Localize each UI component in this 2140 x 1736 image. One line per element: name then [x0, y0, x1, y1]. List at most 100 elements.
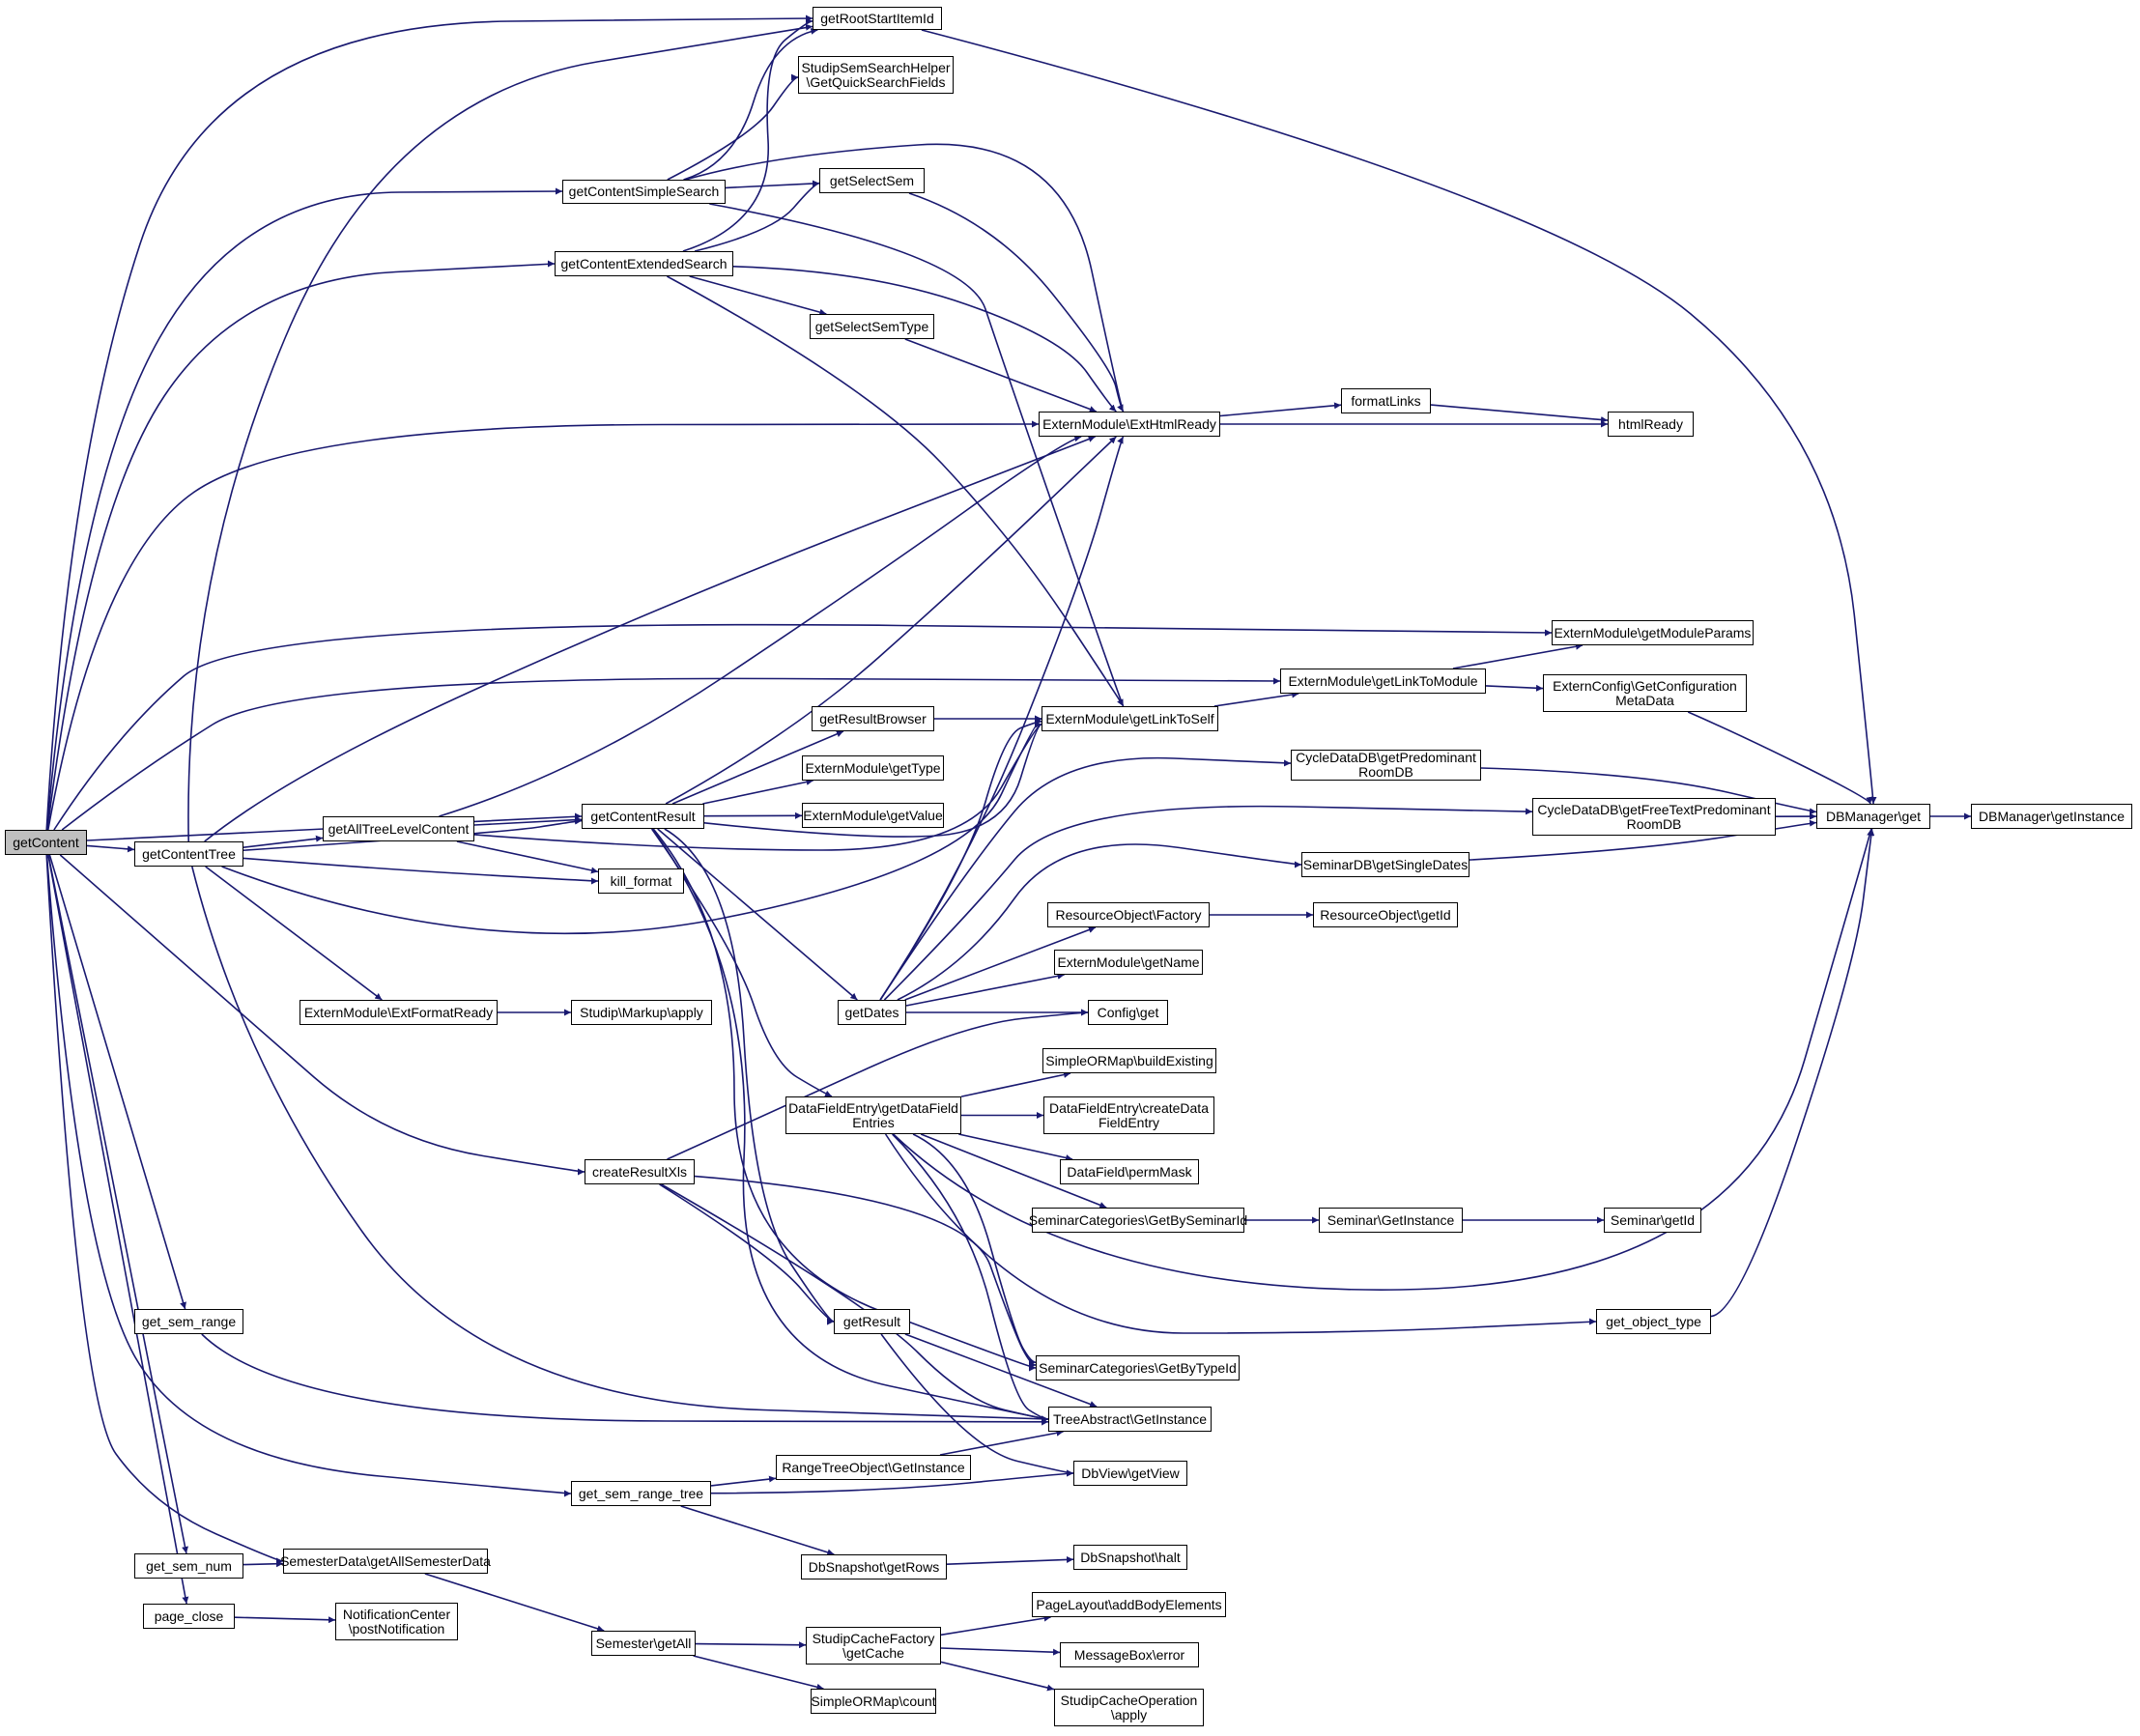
node-getFreeTextPredominantRoomDB[interactable]: CycleDataDB\getFreeTextPredominant RoomD…: [1532, 798, 1776, 836]
node-GetQuickSearchFields[interactable]: StudipSemSearchHelper \GetQuickSearchFie…: [798, 56, 954, 94]
node-DBManagerGet[interactable]: DBManager\get: [1816, 804, 1930, 829]
node-createDataFieldEntry[interactable]: DataFieldEntry\createData FieldEntry: [1043, 1096, 1214, 1134]
node-getSelectSemType[interactable]: getSelectSemType: [810, 314, 934, 339]
node-getDataFieldEntries[interactable]: DataFieldEntry\getDataField Entries: [785, 1096, 961, 1134]
edge-createResultXls-to-TreeAbstractGetInstance: [661, 1183, 1049, 1423]
edge-getContent-to-getContentSimpleSearch: [45, 187, 563, 831]
node-getResultBrowser[interactable]: getResultBrowser: [812, 706, 934, 731]
edge-getDataFieldEntries-to-buildExisting: [960, 1071, 1071, 1097]
node-getModuleParams[interactable]: ExternModule\getModuleParams: [1552, 620, 1754, 645]
node-GetByTypeId[interactable]: SeminarCategories\GetByTypeId: [1036, 1355, 1240, 1380]
node-getType[interactable]: ExternModule\getType: [802, 755, 944, 781]
edge-getContentSimpleSearch-to-GetQuickSearchFields: [667, 73, 799, 181]
node-page_close[interactable]: page_close: [143, 1604, 235, 1629]
edge-getAllTreeLevelContent-to-getContentResult: [473, 816, 583, 826]
node-getSelectSem[interactable]: getSelectSem: [819, 168, 925, 193]
edge-getContentTree-to-kill_format: [243, 857, 599, 885]
edge-getContent-to-ExtHtmlReady: [47, 420, 1040, 831]
node-getContentExtendedSearch[interactable]: getContentExtendedSearch: [555, 251, 733, 276]
node-getContent[interactable]: getContent: [5, 830, 87, 855]
edge-get_sem_range_tree-to-DbSnapshotGetRows: [680, 1505, 835, 1556]
node-ConfigGet[interactable]: Config\get: [1088, 1000, 1168, 1025]
node-getResult[interactable]: getResult: [834, 1309, 910, 1334]
edge-formatLinks-to-htmlReady: [1430, 404, 1609, 423]
node-getAllTreeLevelContent[interactable]: getAllTreeLevelContent: [323, 816, 474, 841]
node-postNotification[interactable]: NotificationCenter \postNotification: [335, 1603, 458, 1640]
edge-get_sem_range-to-TreeAbstractGetInstance: [201, 1333, 1049, 1426]
node-DbViewGetView[interactable]: DbView\getView: [1073, 1461, 1187, 1486]
edge-getContentTree-to-getContentResult: [243, 817, 583, 851]
edge-getContentResult-to-getLinkToSelf: [703, 721, 1042, 838]
node-ResourceFactory[interactable]: ResourceObject\Factory: [1047, 902, 1210, 927]
node-getContentResult[interactable]: getContentResult: [582, 804, 704, 829]
node-get_sem_num[interactable]: get_sem_num: [134, 1553, 243, 1579]
node-getContentTree[interactable]: getContentTree: [134, 841, 243, 867]
edge-getDates-to-getPredominantRoomDB: [879, 756, 1292, 1001]
node-permMask[interactable]: DataField\permMask: [1060, 1159, 1199, 1184]
edge-getDates-to-getName: [905, 972, 1065, 1007]
node-DBManagerGetInstance[interactable]: DBManager\getInstance: [1971, 804, 2132, 829]
node-MessageBoxError[interactable]: MessageBox\error: [1060, 1642, 1199, 1667]
node-SimpleORMapCount[interactable]: SimpleORMap\count: [811, 1689, 936, 1714]
node-ResourceGetId[interactable]: ResourceObject\getId: [1313, 902, 1458, 927]
node-DbSnapshotGetRows[interactable]: DbSnapshot\getRows: [801, 1554, 947, 1579]
node-getContentSimpleSearch[interactable]: getContentSimpleSearch: [562, 180, 726, 204]
edge-getAllTreeLevelContent-to-ExtHtmlReady: [439, 435, 1082, 817]
edge-getContent-to-getLinkToModule: [61, 677, 1281, 831]
edge-getContent-to-getRootStartItemId: [45, 14, 813, 831]
node-getDates[interactable]: getDates: [838, 1000, 906, 1025]
edge-getContentTree-to-getAllTreeLevelContent: [243, 835, 324, 848]
edge-get_sem_range_tree-to-RangeTreeGetInstance: [710, 1475, 777, 1487]
node-htmlReady[interactable]: htmlReady: [1608, 412, 1694, 437]
node-getSingleDates[interactable]: SeminarDB\getSingleDates: [1301, 852, 1469, 877]
node-kill_format[interactable]: kill_format: [598, 868, 684, 894]
edge-getContentExtendedSearch-to-getSelectSem: [694, 180, 820, 252]
node-ExtHtmlReady[interactable]: ExternModule\ExtHtmlReady: [1039, 412, 1220, 437]
node-RangeTreeGetInstance[interactable]: RangeTreeObject\GetInstance: [776, 1455, 971, 1480]
edge-getAllTreeLevelContent-to-kill_format: [456, 840, 599, 874]
node-getAllSemesterData[interactable]: SemesterData\getAllSemesterData: [280, 1549, 491, 1574]
node-buildExisting[interactable]: SimpleORMap\buildExisting: [1042, 1048, 1216, 1073]
node-MarkupApply[interactable]: Studip\Markup\apply: [571, 1000, 712, 1025]
node-getValue[interactable]: ExternModule\getValue: [802, 803, 944, 828]
node-getRootStartItemId[interactable]: getRootStartItemId: [813, 7, 942, 30]
edge-getContent-to-get_sem_range: [48, 854, 186, 1310]
node-getLinkToSelf[interactable]: ExternModule\getLinkToSelf: [1041, 706, 1218, 731]
edge-SemesterGetAll-to-getCache: [695, 1641, 807, 1649]
edge-GetConfigurationMetaData-to-DBManagerGet: [1687, 711, 1872, 805]
edge-getCache-to-MessageBoxError: [940, 1647, 1061, 1656]
node-formatLinks[interactable]: formatLinks: [1341, 388, 1431, 413]
edge-getContentSimpleSearch-to-getLinkToSelf: [709, 203, 1125, 707]
edge-getContentExtendedSearch-to-getSelectSemType: [689, 275, 827, 316]
node-createResultXls[interactable]: createResultXls: [585, 1159, 695, 1184]
edge-page_close-to-postNotification: [234, 1616, 336, 1624]
node-StudipCacheOperationApply[interactable]: StudipCacheOperation \apply: [1054, 1689, 1204, 1726]
node-TreeAbstractGetInstance[interactable]: TreeAbstract\GetInstance: [1048, 1407, 1212, 1432]
node-SeminarGetInstance[interactable]: Seminar\GetInstance: [1319, 1208, 1463, 1233]
node-getPredominantRoomDB[interactable]: CycleDataDB\getPredominant RoomDB: [1291, 750, 1481, 781]
edge-getRootStartItemId-to-DBManagerGet: [921, 29, 1877, 805]
node-GetBySeminarId[interactable]: SeminarCategories\GetBySeminarId: [1029, 1208, 1247, 1233]
node-get_sem_range_tree[interactable]: get_sem_range_tree: [571, 1481, 711, 1506]
node-DbSnapshotHalt[interactable]: DbSnapshot\halt: [1073, 1545, 1187, 1570]
edge-getContentResult-to-getResult: [664, 828, 835, 1325]
node-SeminarGetId[interactable]: Seminar\getId: [1604, 1208, 1701, 1233]
node-GetConfigurationMetaData[interactable]: ExternConfig\GetConfiguration MetaData: [1543, 674, 1747, 712]
edge-getSelectSemType-to-ExtHtmlReady: [904, 338, 1097, 413]
node-addBodyElements[interactable]: PageLayout\addBodyElements: [1032, 1592, 1226, 1617]
edge-getDataFieldEntries-to-TreeAbstractGetInstance: [892, 1133, 1049, 1423]
edge-getContentResult-to-ExtHtmlReady: [665, 436, 1117, 805]
edge-getDates-to-getFreeTextPredominantRoomDB: [883, 805, 1533, 1001]
edge-getAllTreeLevelContent-to-getLinkToSelf: [473, 721, 1042, 851]
edge-getContentTree-to-getLinkToSelf: [221, 715, 1042, 935]
node-ExtFormatReady[interactable]: ExternModule\ExtFormatReady: [300, 1000, 498, 1025]
node-get_object_type[interactable]: get_object_type: [1596, 1309, 1711, 1334]
edge-getResult-to-TreeAbstractGetInstance: [904, 1333, 1098, 1408]
edge-RangeTreeGetInstance-to-TreeAbstractGetInstance: [939, 1429, 1064, 1456]
node-getCache[interactable]: StudipCacheFactory \getCache: [806, 1627, 941, 1665]
node-get_sem_range[interactable]: get_sem_range: [134, 1309, 243, 1334]
edge-getContentTree-to-TreeAbstractGetInstance: [191, 866, 1049, 1423]
node-getLinkToModule[interactable]: ExternModule\getLinkToModule: [1280, 669, 1486, 694]
node-SemesterGetAll[interactable]: Semester\getAll: [591, 1631, 696, 1656]
node-getName[interactable]: ExternModule\getName: [1054, 950, 1203, 975]
